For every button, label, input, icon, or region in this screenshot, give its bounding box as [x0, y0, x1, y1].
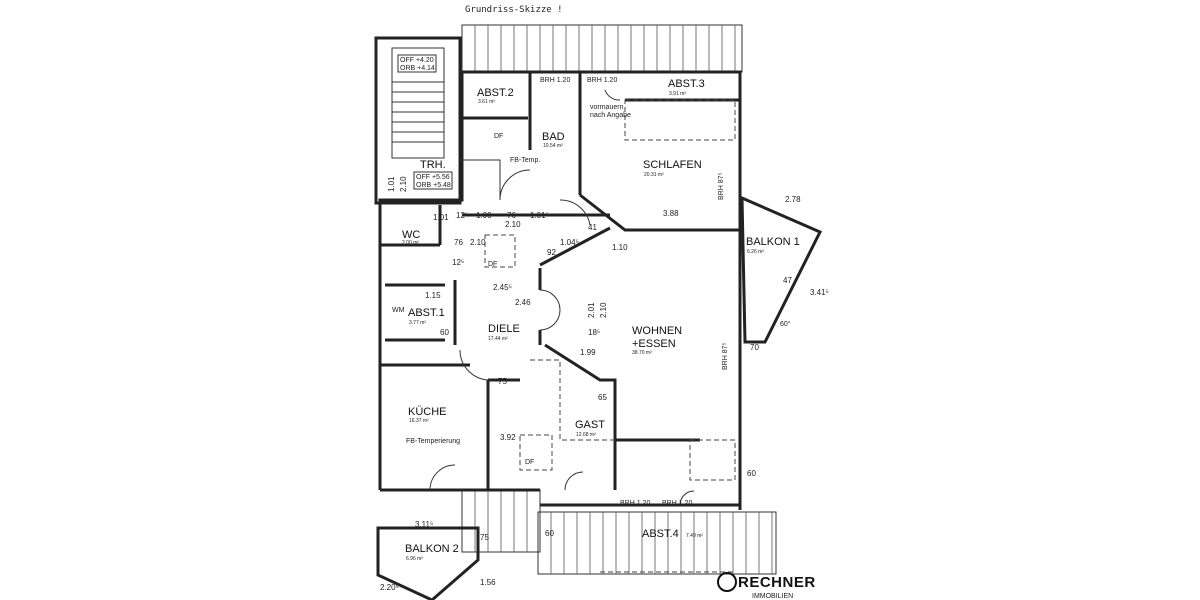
- dimension-label: 3.41⁵: [810, 288, 829, 297]
- room-gast-area: 12.68 m²: [576, 432, 596, 438]
- dimension-label: 2.01: [587, 302, 596, 318]
- walls: [376, 70, 823, 600]
- room-abst2-area: 3.61 m²: [478, 99, 495, 105]
- room-trh-label: TRH.: [420, 159, 446, 171]
- roof-slope-area: [537, 511, 777, 575]
- room-abst4-area: 7.49 m²: [686, 533, 703, 539]
- room-wohnen-label-2: +ESSEN: [632, 338, 676, 350]
- trh-orb-level: ORB +5.48: [416, 182, 451, 189]
- dimension-label: 12⁵: [452, 258, 464, 267]
- staircase: OFF +4.20 ORB +4.14 OFF +5.56 ORB +5.48: [374, 36, 462, 205]
- dimension-label: 60: [440, 328, 449, 337]
- room-wc-area: 2.00 m²: [402, 240, 419, 246]
- note-vormauern: vormauern: [590, 104, 624, 111]
- dimensions: 1.01 12⁵ 1.00 76 1.01⁵ 2.10 3.88 76 2.10…: [380, 176, 829, 592]
- dimension-label: 2.10: [470, 238, 486, 247]
- dimension-label: 1.56: [480, 578, 496, 587]
- dimension-label: 76: [454, 238, 463, 247]
- brh-875-wohnen: BRH 87⁵: [722, 342, 729, 370]
- room-abst3-area: 3.91 m²: [669, 91, 686, 97]
- dimension-label: 1.00: [476, 211, 492, 220]
- room-wc-label: WC: [402, 229, 420, 241]
- dimension-label: 1.10: [612, 243, 628, 252]
- dimension-label: 3.11⁵: [415, 520, 433, 529]
- plan-title: Grundriss-Skizze !: [465, 5, 563, 15]
- room-bad-label: BAD: [542, 131, 565, 143]
- brh-label-gast: BRH 1.20: [620, 500, 650, 507]
- dimension-label: 92: [547, 248, 556, 257]
- roof-slope-hatching: [461, 24, 777, 575]
- roof-slope-area: [461, 24, 743, 73]
- dimension-label: 2.10: [505, 220, 521, 229]
- room-balkon1-label: BALKON 1: [746, 236, 800, 248]
- dimension-label: 41: [588, 223, 597, 232]
- room-abst3-label: ABST.3: [668, 78, 705, 90]
- dimension-label: 70: [750, 343, 759, 352]
- room-abst1-area: 3.77 m²: [409, 320, 426, 326]
- dimension-label: 1.01⁵: [530, 211, 549, 220]
- kueche-fb-temperierung: FB-Temperierung: [406, 438, 460, 445]
- dimension-label: 47: [783, 276, 792, 285]
- room-wohnen-area: 38.70 m²: [632, 350, 652, 356]
- room-kueche-area: 16.37 m²: [409, 418, 429, 424]
- room-schlafen-area: 20.31 m²: [644, 172, 664, 178]
- dimension-label: 2.45⁵: [493, 283, 512, 292]
- wm-label: WM: [392, 307, 405, 314]
- room-schlafen-label: SCHLAFEN: [643, 159, 702, 171]
- bad-fb-temp: FB-Temp.: [510, 157, 540, 164]
- room-gast-label: GAST: [575, 419, 605, 431]
- dimension-label: 2.78: [785, 195, 801, 204]
- rechner-logo: RECHNER IMMOBILIEN: [717, 572, 816, 600]
- logo-name: RECHNER: [738, 574, 816, 591]
- room-labels: ABST.2 3.61 m² BAD 10.54 m² FB-Temp. vor…: [392, 77, 800, 562]
- brh-label-bad: BRH 1.20: [540, 77, 570, 84]
- dimension-label: 2.46: [515, 298, 531, 307]
- room-diele-label: DIELE: [488, 323, 520, 335]
- room-bad-area: 10.54 m²: [543, 143, 563, 149]
- brh-label-schlafen: BRH 1.20: [587, 77, 617, 84]
- dimension-label: 2.20⁵: [380, 583, 399, 592]
- dimension-label: 2.10: [599, 302, 608, 318]
- logo-circle-icon: [717, 572, 737, 592]
- brh-label-wohnen: BRH 1.20: [662, 500, 692, 507]
- room-wohnen-label: WOHNEN: [632, 325, 682, 337]
- dimension-label: 75: [498, 377, 507, 386]
- dimension-label: 75: [480, 533, 489, 542]
- dimension-label: 1.04⁵: [560, 238, 579, 247]
- dimension-label: 1.15: [425, 291, 441, 300]
- dimension-label: 2.10: [399, 176, 408, 192]
- dimension-label: 1.01: [433, 213, 449, 222]
- room-abst1-label: ABST.1: [408, 307, 445, 319]
- dimension-label: 3.88: [663, 209, 679, 218]
- dimension-label: 60: [545, 529, 554, 538]
- dimension-label: 12⁵: [456, 211, 468, 220]
- room-diele-area: 17.44 m²: [488, 336, 508, 342]
- room-balkon2-label: BALKON 2: [405, 543, 459, 555]
- dimension-label: 76: [507, 211, 516, 220]
- room-abst2-label: ABST.2: [477, 87, 514, 99]
- trh-off-level: OFF +5.56: [416, 174, 450, 181]
- dimension-label: 3.92: [500, 433, 516, 442]
- room-abst4-label: ABST.4: [642, 528, 679, 540]
- room-balkon1-area: 6.26 m²: [747, 249, 764, 255]
- dimension-label: 18⁵: [588, 328, 600, 337]
- stair-off-level: OFF +4.20: [400, 57, 434, 64]
- room-kueche-label: KÜCHE: [408, 406, 447, 418]
- dimension-label: 1.01: [387, 176, 396, 192]
- brh-875-schlafen: BRH 87⁵: [718, 172, 725, 200]
- balkon1-angle: 60°: [780, 320, 791, 328]
- dimension-label: 65: [598, 393, 607, 402]
- gast-df-label: DF: [525, 459, 534, 466]
- room-balkon2-area: 6.96 m²: [406, 556, 423, 562]
- stair-orb-level: ORB +4.14: [400, 65, 435, 72]
- logo-sub: IMMOBILIEN: [752, 593, 793, 600]
- bad-df-label: DF: [494, 133, 503, 140]
- dimension-label: 1.99: [580, 348, 596, 357]
- dimension-label: 60: [747, 469, 756, 478]
- note-nach-angabe: nach Angabe: [590, 112, 631, 119]
- diele-df-label: DF: [488, 261, 497, 268]
